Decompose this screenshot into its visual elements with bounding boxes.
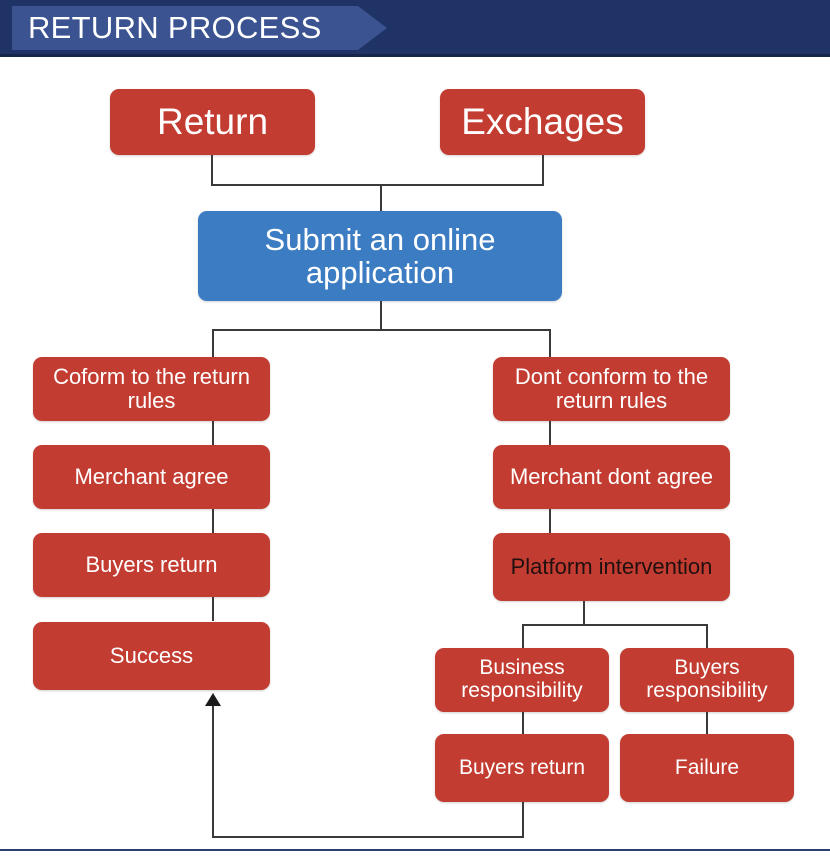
connector-dont-conform-to-merchant-dont-agree <box>549 421 551 445</box>
connector-responsibility-split <box>522 624 707 626</box>
node-merchant-agree[interactable]: Merchant agree <box>33 445 270 509</box>
node-failure-label: Failure <box>674 755 740 779</box>
node-exchanges[interactable]: Exchages <box>440 89 645 155</box>
node-submit-application[interactable]: Submit an online application <box>198 211 562 301</box>
node-buyers-responsibility[interactable]: Buyers responsibility <box>620 648 794 712</box>
node-business-responsibility-label: Business responsibility <box>461 656 583 702</box>
connector-conform-to-merchant-agree <box>212 421 214 445</box>
connector-feedback-arrowhead <box>205 693 221 706</box>
node-success[interactable]: Success <box>33 622 270 690</box>
connector-merchant-dont-agree-to-platform <box>549 509 551 533</box>
connector-merchant-agree-to-buyers-return <box>212 509 214 533</box>
connector-business-responsibility-down <box>522 624 524 648</box>
connector-buyers-return-to-success <box>212 597 214 621</box>
node-buyers-return-left-label: Buyers return <box>85 552 218 578</box>
node-exchanges-label: Exchages <box>461 101 624 143</box>
node-business-responsibility[interactable]: Business responsibility <box>435 648 609 712</box>
connector-merge-to-submit <box>380 184 382 211</box>
connector-branch-right-down <box>549 329 551 358</box>
node-return-label: Return <box>156 101 269 143</box>
node-buyers-return-left[interactable]: Buyers return <box>33 533 270 597</box>
connector-branch-split <box>212 329 551 331</box>
node-failure[interactable]: Failure <box>620 734 794 802</box>
connector-feedback-up <box>212 706 214 836</box>
connector-top-merge <box>211 184 544 186</box>
connector-platform-down <box>583 601 585 625</box>
connector-buyers-responsibility-to-failure <box>706 712 708 734</box>
connector-buyers-responsibility-down <box>706 624 708 648</box>
page-title: RETURN PROCESS <box>28 10 322 45</box>
connector-submit-down <box>380 301 382 330</box>
node-platform-intervention[interactable]: Platform intervention <box>493 533 730 601</box>
connector-feedback-down <box>522 802 524 838</box>
title-bar-underline <box>0 54 830 57</box>
node-buyers-responsibility-label: Buyers responsibility <box>646 656 768 702</box>
title-tab-shape <box>12 6 387 50</box>
node-merchant-agree-label: Merchant agree <box>74 464 229 490</box>
node-dont-conform-to-return-rules-label: Dont conform to the return rules <box>514 364 709 413</box>
connector-return-down <box>211 155 213 185</box>
connector-exchanges-down <box>542 155 544 185</box>
node-dont-conform-to-return-rules[interactable]: Dont conform to the return rules <box>493 357 730 421</box>
node-buyers-return-right-label: Buyers return <box>458 755 586 779</box>
footer-rule <box>0 849 830 851</box>
connector-branch-left-down <box>212 329 214 358</box>
node-conform-to-return-rules-label: Coform to the return rules <box>53 364 250 413</box>
connector-feedback-across <box>212 836 524 838</box>
connector-business-to-buyers-return <box>522 712 524 734</box>
node-conform-to-return-rules[interactable]: Coform to the return rules <box>33 357 270 421</box>
node-return[interactable]: Return <box>110 89 315 155</box>
node-merchant-dont-agree-label: Merchant dont agree <box>509 464 714 490</box>
node-buyers-return-right[interactable]: Buyers return <box>435 734 609 802</box>
node-merchant-dont-agree[interactable]: Merchant dont agree <box>493 445 730 509</box>
node-submit-application-label: Submit an online application <box>264 221 496 290</box>
node-platform-intervention-label: Platform intervention <box>510 554 713 580</box>
node-success-label: Success <box>109 643 194 669</box>
